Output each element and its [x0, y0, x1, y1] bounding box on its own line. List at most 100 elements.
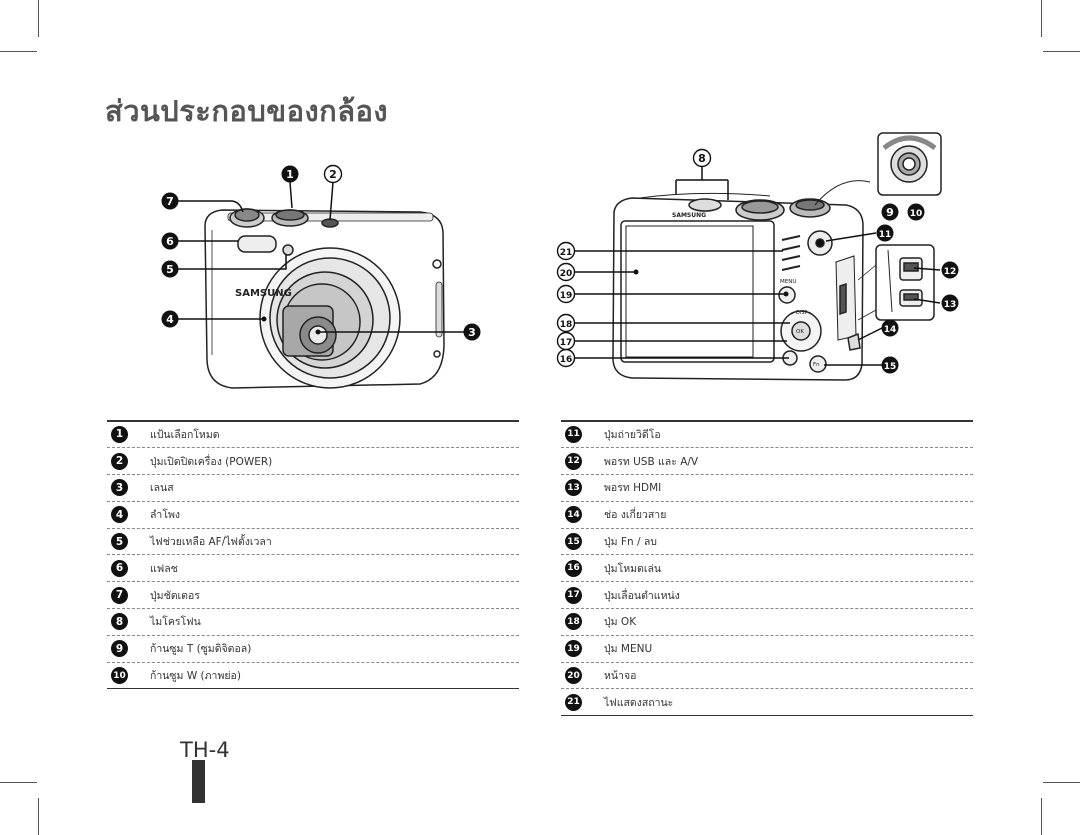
- table-row: 4 ลำโพง: [107, 502, 519, 529]
- fn-text: Fn: [813, 362, 820, 368]
- part-label: หน้าจอ: [604, 670, 637, 683]
- part-number: 15: [565, 533, 582, 551]
- table-row: 17 ปุ่มเลื่อนตำแหน่ง: [561, 582, 973, 610]
- table-row: 20 หน้าจอ: [561, 663, 973, 690]
- section-tab-marker: [192, 760, 205, 803]
- table-row: 8 ไมโครโฟน: [107, 609, 519, 636]
- part-number: 2: [111, 452, 128, 470]
- table-row: 11 ปุ่มถ่ายวิดีโอ: [561, 422, 973, 449]
- part-number: 4: [111, 506, 128, 524]
- part-number: 7: [111, 586, 128, 604]
- table-row: 12 พอรท USB และ A/V: [561, 448, 973, 476]
- leader-lines: [178, 166, 941, 366]
- crop-mark: [1043, 782, 1080, 783]
- part-number: 11: [565, 425, 582, 443]
- table-row: 6 แฟลช: [107, 555, 519, 583]
- crop-mark: [38, 798, 39, 835]
- table-top-rule: [561, 420, 973, 422]
- part-label: ก้านซูม T (ซูมดิจิตอล): [150, 643, 252, 656]
- part-label: พอรท HDMI: [604, 482, 662, 495]
- table-row: 2 ปุ่มเปิดปิดเครื่อง (POWER): [107, 448, 519, 476]
- page-title: ส่วนประกอบของกล้อง: [105, 94, 389, 128]
- crop-mark: [1043, 51, 1080, 52]
- part-number: 17: [565, 586, 582, 604]
- part-number: 3: [111, 479, 128, 497]
- part-number: 9: [111, 640, 128, 658]
- part-label: ปุ่มถ่ายวิดีโอ: [604, 428, 661, 441]
- part-number: 5: [111, 533, 128, 551]
- table-row: 18 ปุ่ม OK: [561, 609, 973, 636]
- part-label: ปุ่มชัตเตอร: [150, 589, 200, 602]
- crop-mark: [38, 0, 39, 37]
- callout-15: 15: [884, 362, 897, 372]
- camera-diagram: SAMSUNG SAMSUNG MENU DISP OK Fn 1 2 3: [161, 132, 959, 389]
- callout-2: 2: [329, 168, 337, 181]
- part-number: 1: [111, 425, 128, 443]
- callout-12: 12: [944, 267, 957, 277]
- part-label: ปุ่มเลื่อนตำแหน่ง: [604, 589, 680, 602]
- part-label: ปุ่ม MENU: [604, 643, 653, 656]
- table-row: 14 ช่อ งเกี่ยวสาย: [561, 502, 973, 529]
- brand-top-text: SAMSUNG: [672, 212, 706, 219]
- part-number: 18: [565, 613, 582, 631]
- part-label: ลำโพง: [150, 509, 181, 522]
- callout-6: 6: [166, 235, 174, 248]
- part-number: 12: [565, 452, 582, 470]
- brand-front-text: SAMSUNG: [235, 288, 292, 299]
- crop-mark: [1041, 0, 1042, 37]
- part-number: 6: [111, 559, 128, 577]
- part-number: 19: [565, 640, 582, 658]
- callout-3: 3: [468, 326, 476, 339]
- camera-back-illustration: [612, 192, 864, 381]
- table-row: 5 ไฟช่วยเหลือ AF/ไฟตั้งเวลา: [107, 529, 519, 556]
- callout-16: 16: [560, 355, 573, 365]
- ok-text: OK: [796, 329, 804, 335]
- table-row: 7 ปุ่มชัตเตอร: [107, 582, 519, 610]
- part-label: ไมโครโฟน: [150, 616, 201, 629]
- callout-8: 8: [698, 152, 706, 165]
- disp-text: DISP: [796, 310, 808, 316]
- table-row: 9 ก้านซูม T (ซูมดิจิตอล): [107, 636, 519, 663]
- part-label: ก้านซูม W (ภาพย่อ): [150, 670, 241, 683]
- ports-inset: [857, 244, 935, 321]
- crop-mark: [0, 782, 37, 783]
- part-label: แฟลช: [150, 562, 178, 575]
- part-label: พอรท USB และ A/V: [604, 455, 699, 468]
- callout-13: 13: [944, 300, 957, 310]
- part-number: 21: [565, 693, 582, 711]
- part-label: ปุ่ม OK: [604, 616, 637, 629]
- callout-19: 19: [560, 291, 573, 301]
- part-number: 14: [565, 506, 582, 524]
- callout-numbers: 1 2 3 4 5 6 7 8 9 10 11 12 13 14 15 16 1…: [161, 148, 959, 374]
- callout-14: 14: [884, 325, 897, 335]
- callout-17: 17: [560, 338, 573, 348]
- part-number: 13: [565, 479, 582, 497]
- callout-20: 20: [560, 269, 573, 279]
- part-label: เลนส: [150, 482, 174, 495]
- parts-table-right: 11 ปุ่มถ่ายวิดีโอ 12 พอรท USB และ A/V 13 พอ…: [561, 420, 973, 717]
- table-top-rule: [107, 420, 519, 422]
- part-number: 8: [111, 613, 128, 631]
- table-row: 13 พอรท HDMI: [561, 475, 973, 502]
- callout-21: 21: [560, 248, 573, 258]
- part-label: ปุ่มเปิดปิดเครื่อง (POWER): [150, 455, 273, 468]
- callout-9: 9: [886, 206, 894, 219]
- callout-1: 1: [286, 168, 294, 181]
- callout-4: 4: [166, 313, 174, 326]
- camera-front-illustration: [204, 208, 445, 389]
- callout-5: 5: [166, 263, 174, 276]
- crop-mark: [0, 51, 37, 52]
- part-label: ไฟช่วยเหลือ AF/ไฟตั้งเวลา: [150, 536, 272, 549]
- part-number: 20: [565, 667, 582, 685]
- menu-button-text: MENU: [780, 279, 796, 285]
- page-number: TH-4: [180, 738, 230, 762]
- table-row: 3 เลนส: [107, 475, 519, 502]
- part-label: ช่อ งเกี่ยวสาย: [604, 509, 667, 522]
- table-row: 19 ปุ่ม MENU: [561, 636, 973, 663]
